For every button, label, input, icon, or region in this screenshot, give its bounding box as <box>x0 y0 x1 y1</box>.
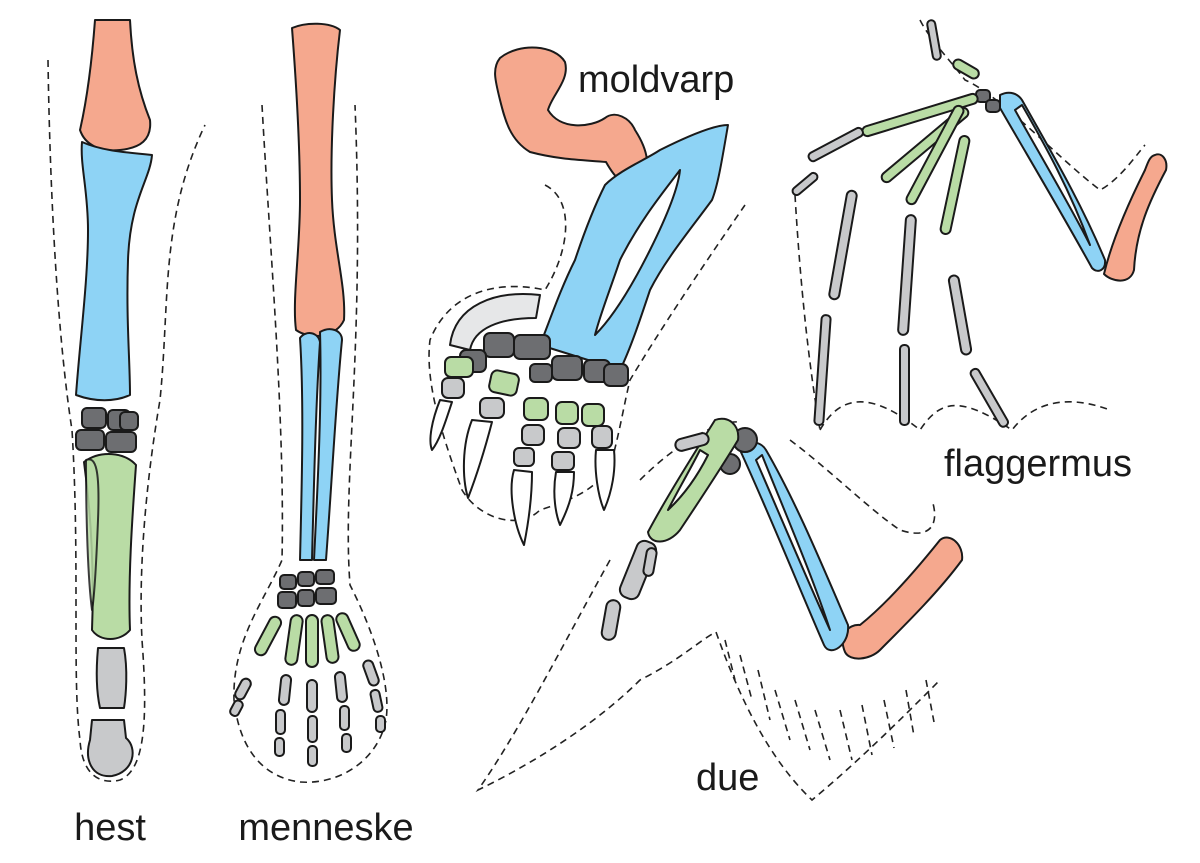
bat-phalanges <box>791 19 1010 428</box>
dove-wing <box>475 417 964 802</box>
human-body-outline <box>233 104 388 783</box>
bat-radius <box>999 91 1107 272</box>
horse-body-outline <box>47 59 206 782</box>
human-carpals <box>277 569 337 609</box>
dove-carpometacarpus <box>647 417 740 543</box>
mole-metacarpals <box>444 356 605 427</box>
human-metacarpals <box>253 612 361 668</box>
human-limb <box>229 22 388 783</box>
label-horse: hest <box>74 807 146 849</box>
bat-wing <box>791 19 1168 432</box>
horse-radius <box>75 141 153 402</box>
mole-body-outline <box>428 184 746 522</box>
mole-carpals <box>459 332 629 387</box>
human-radius <box>299 332 321 561</box>
horse-phalanx-1 <box>95 647 128 709</box>
bat-carpals <box>975 89 1001 113</box>
horse-carpals <box>75 407 139 453</box>
dove-phalanges <box>600 432 710 641</box>
bat-metacarpals <box>861 58 980 236</box>
mole-falciform-bone <box>449 293 541 351</box>
dove-ulna <box>739 441 850 652</box>
dove-feather-lines <box>724 639 935 761</box>
mole-radius <box>539 124 729 371</box>
label-mole: moldvarp <box>578 59 734 101</box>
horse-hoof <box>87 719 134 778</box>
mole-limb <box>428 46 746 546</box>
mole-phalanges <box>441 377 613 471</box>
horse-limb <box>47 19 206 782</box>
human-phalanges <box>229 659 386 767</box>
human-ulna <box>313 328 343 561</box>
mole-claws <box>429 399 616 546</box>
label-bat: flaggermus <box>944 443 1132 485</box>
horse-humerus <box>79 19 152 152</box>
horse-splint-bone <box>85 458 100 611</box>
label-human: menneske <box>238 807 413 849</box>
bat-humerus <box>1103 153 1168 282</box>
dove-humerus <box>841 536 964 660</box>
label-dove: due <box>696 757 759 799</box>
human-humerus <box>291 22 346 337</box>
